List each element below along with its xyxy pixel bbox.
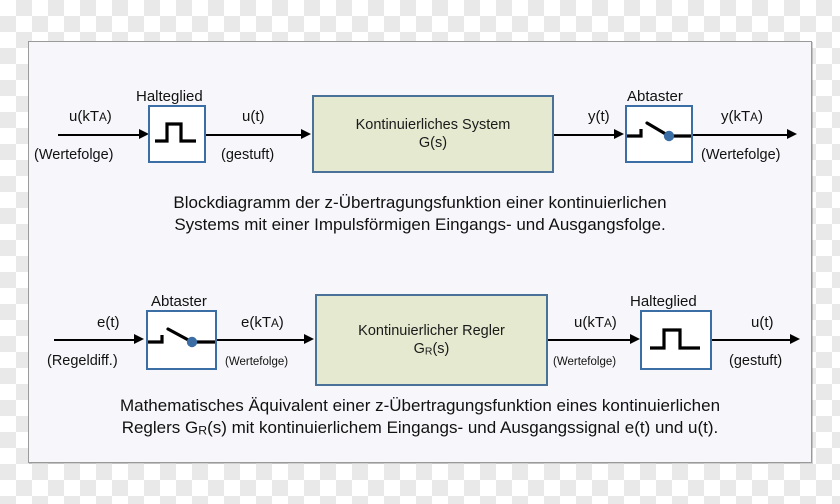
d2-wire-output [712,339,793,341]
d1-mid-qualifier-label: (gestuft) [221,147,275,163]
d1-wire-input [58,134,142,136]
step-pulse-icon [650,328,700,350]
d1-hold-block-title: Halteglied [136,88,203,105]
d2-output-qualifier-label: (gestuft) [729,353,783,369]
d2-arrow-output [790,334,800,344]
d2-arrow-mid2 [630,334,640,344]
d2-wire-mid2 [548,339,633,341]
d1-wire-mid2 [554,134,617,136]
d2-sampler-block-title: Abtaster [151,293,207,310]
switch-sampler-icon [148,327,215,348]
diagram-panel: u(kTA) (Wertefolge) Halteglied u(t) (ges… [28,41,812,463]
d2-wire-mid [217,339,307,341]
d1-sampler-block[interactable] [625,105,693,163]
d2-arrow-mid [304,334,314,344]
d1-system-block-line2: G(s) [418,135,448,151]
switch-sampler-icon [627,121,691,142]
d1-output-qualifier-label: (Wertefolge) [701,147,781,163]
d2-mid-qualifier-label: (Wertefolge) [225,356,289,368]
d1-input-signal-label: u(kTA) [69,108,112,125]
d1-output-signal-label: y(kTA) [721,108,763,125]
d2-controller-block[interactable]: Kontinuierlicher Regler GR(s) [315,294,548,386]
d2-caption-line2: Reglers GR(s) mit kontinuierlichem Einga… [121,418,719,438]
d1-caption: Blockdiagramm der z-Übertragungsfunktion… [29,192,811,237]
d1-mid-signal-label: u(t) [242,108,265,125]
d2-sampler-block[interactable] [146,310,217,370]
d2-input-qualifier-label: (Regeldiff.) [47,353,118,369]
d2-input-signal-label: e(t) [97,314,120,331]
d2-hold-block-title: Halteglied [630,293,697,310]
d2-caption: Mathematisches Äquivalent einer z-Übertr… [29,395,811,440]
d1-hold-block[interactable] [148,105,206,163]
d2-output-signal-label: u(t) [751,314,774,331]
d1-sampler-block-title: Abtaster [627,88,683,105]
d2-out-mid-qualifier-label: (Wertefolge) [553,356,617,368]
d1-arrow-output [787,129,797,139]
d2-out-mid-signal-label: u(kTA) [574,314,617,331]
step-pulse-icon [155,122,196,143]
d1-arrow-input [139,129,149,139]
d1-input-qualifier-label: (Wertefolge) [34,147,114,163]
d1-wire-output [693,134,790,136]
d1-caption-line2: Systems mit einer Impulsförmigen Eingang… [174,215,666,235]
d2-wire-input [54,339,137,341]
d1-system-block-line1: Kontinuierliches System [355,116,511,133]
d1-arrow-mid [301,129,311,139]
d1-wire-mid [206,134,304,136]
d2-controller-block-line2: GR(s) [413,340,450,358]
d2-caption-line1: Mathematisches Äquivalent einer z-Übertr… [119,396,721,415]
d2-arrow-input [134,334,144,344]
d1-caption-line1: Blockdiagramm der z-Übertragungsfunktion… [173,193,667,212]
d1-system-block[interactable]: Kontinuierliches System G(s) [312,95,554,173]
d2-mid-signal-label: e(kTA) [241,314,284,331]
d1-arrow-mid2 [614,129,624,139]
d2-hold-block[interactable] [640,310,712,370]
d1-out-mid-signal-label: y(t) [588,108,610,125]
d2-controller-block-line1: Kontinuierlicher Regler [358,322,505,339]
